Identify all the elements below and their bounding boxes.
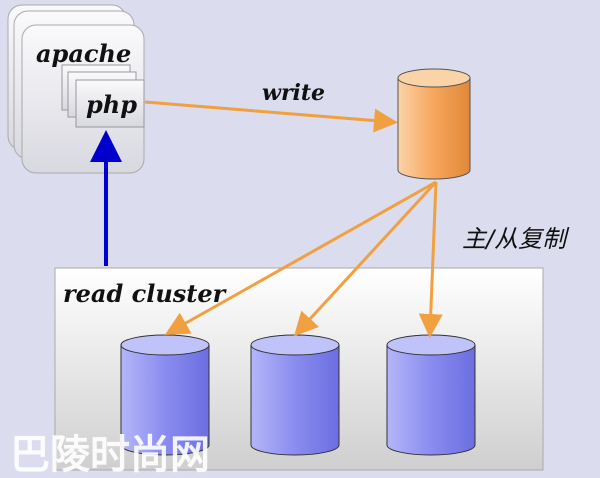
apache-label: apache bbox=[36, 39, 131, 68]
replication-label: 主/从复制 bbox=[462, 225, 570, 253]
write-label: write bbox=[262, 80, 325, 106]
replication-arrows bbox=[164, 180, 443, 338]
read-cluster-label: read cluster bbox=[63, 279, 228, 308]
replication-arrow-2 bbox=[293, 180, 438, 337]
php-process-stack: php bbox=[61, 64, 145, 128]
slave-database-1 bbox=[120, 334, 210, 456]
write-arrow bbox=[144, 100, 398, 133]
replication-arrow-3 bbox=[418, 181, 443, 338]
master-database bbox=[397, 68, 471, 180]
replication-arrow-1 bbox=[164, 180, 437, 335]
php-label: php bbox=[86, 90, 137, 119]
slave-database-2 bbox=[250, 334, 340, 456]
slave-database-3 bbox=[386, 334, 476, 456]
watermark: 巴陵时尚网 bbox=[10, 432, 210, 478]
